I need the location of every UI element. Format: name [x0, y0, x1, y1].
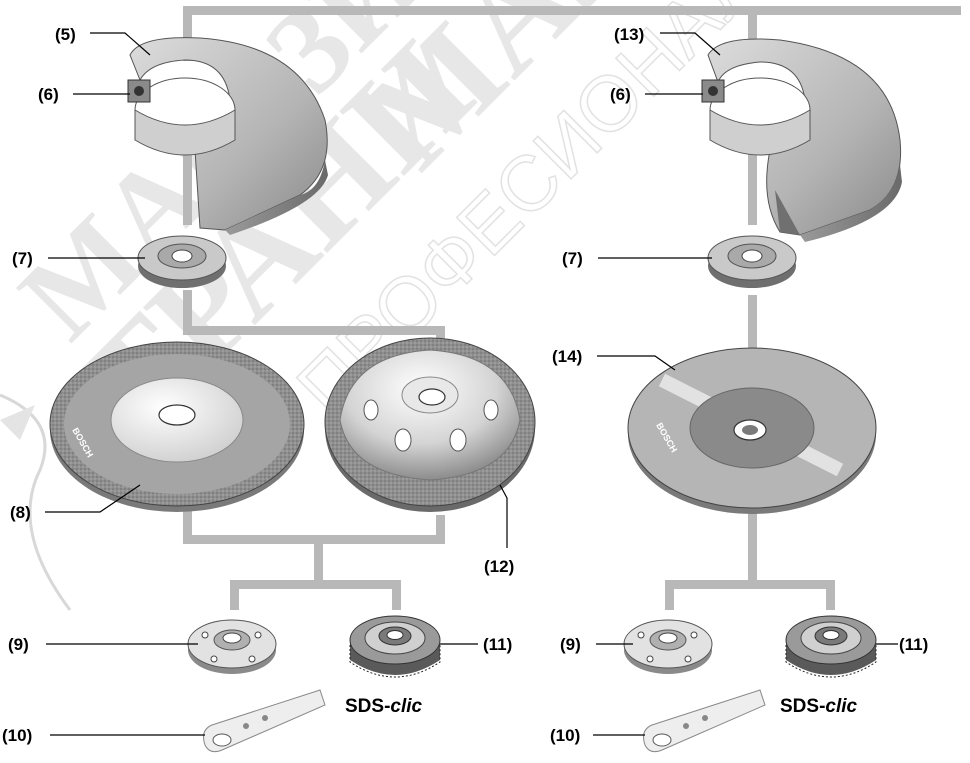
label-9-left: (9) — [8, 635, 29, 654]
label-10-left: (10) — [2, 726, 32, 745]
label-11-right: (11) — [899, 635, 928, 654]
sds-suffix-right: clic — [825, 696, 857, 717]
label-7-left: (7) — [12, 249, 33, 268]
sds-clic-label-left: SDS-clic — [345, 696, 423, 717]
cup-brush — [324, 337, 536, 512]
quick-nut-left — [349, 615, 441, 678]
label-14: (14) — [552, 347, 582, 366]
cutting-disc: BOSCH — [627, 347, 877, 514]
sds-prefix-right: SDS- — [780, 696, 825, 717]
flange-left — [137, 235, 227, 288]
sds-prefix-left: SDS- — [345, 696, 390, 717]
guard-right — [701, 38, 902, 242]
guard-left — [127, 37, 328, 235]
grinding-disc: BOSCH — [49, 341, 305, 512]
watermark-swoosh — [0, 393, 72, 611]
label-12: (12) — [484, 557, 514, 576]
spanner-right — [643, 689, 766, 753]
spanner-left — [203, 689, 326, 753]
sds-clic-label-right: SDS-clic — [780, 696, 858, 717]
label-5: (5) — [55, 25, 76, 44]
label-6-left: (6) — [38, 85, 59, 104]
labels: (5) (6) (13) (6) (7) (7) (14) (8) (12) (… — [2, 25, 928, 745]
label-13: (13) — [614, 25, 644, 44]
label-10-right: (10) — [550, 726, 580, 745]
label-8: (8) — [10, 503, 31, 522]
label-11-left: (11) — [483, 635, 512, 654]
sds-suffix-left: clic — [390, 696, 422, 717]
quick-nut-right — [785, 615, 877, 678]
label-9-right: (9) — [560, 635, 581, 654]
clamp-nut-left — [187, 619, 277, 674]
clamp-nut-right — [623, 619, 713, 674]
leader-lines — [45, 32, 898, 736]
label-7-right: (7) — [562, 249, 583, 268]
flange-right — [707, 235, 797, 288]
label-6-right: (6) — [610, 85, 631, 104]
